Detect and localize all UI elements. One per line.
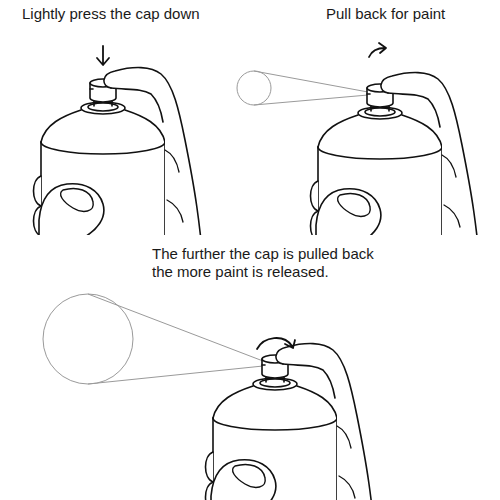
spray-cone [237, 71, 368, 105]
instruction-label: Lightly press the cap down [22, 5, 200, 23]
spray-can-hand [34, 68, 208, 235]
spray-can-hand [206, 344, 380, 500]
motion-arrow [257, 338, 295, 349]
spray-cone [43, 294, 263, 384]
instruction-label: The further the cap is pulled back the m… [152, 245, 397, 281]
spray-can-hand [311, 73, 485, 235]
motion-arrow [369, 43, 386, 57]
motion-arrow [97, 46, 109, 65]
instruction-label: Pull back for paint [326, 5, 445, 23]
